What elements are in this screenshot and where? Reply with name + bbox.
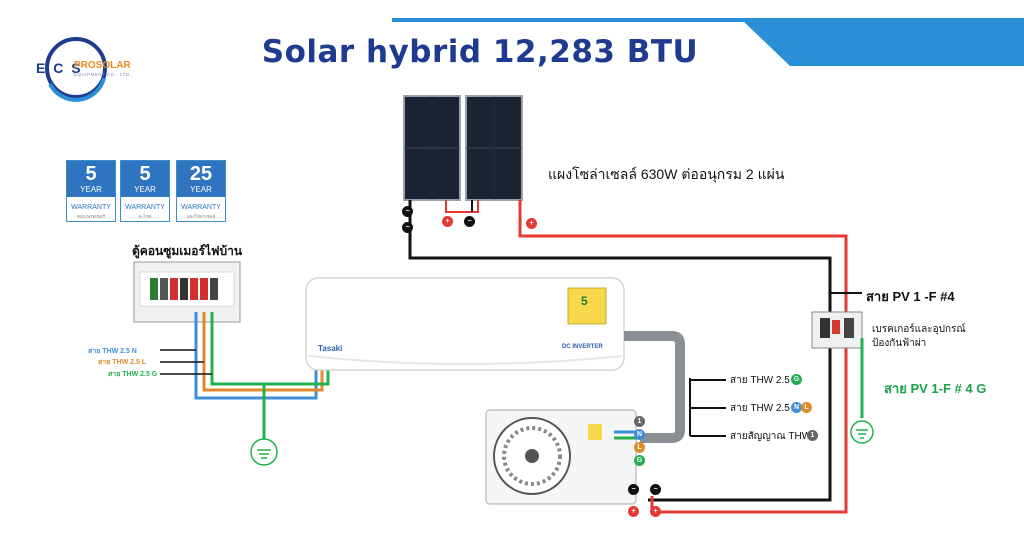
- pv-wire-label: สาย PV 1 -F #4: [866, 289, 955, 304]
- logo-ring: [45, 37, 107, 99]
- marker-n-thw: N: [791, 402, 802, 413]
- solar-panel-left: [403, 95, 461, 201]
- warranty-years: 5: [139, 163, 151, 185]
- house-wire-n: [194, 312, 318, 400]
- warranty-sub: อะไหล่: [138, 214, 152, 219]
- energy-label: 5: [581, 294, 588, 308]
- house-wire-l: [202, 312, 324, 392]
- marker-minus-panel-left: −: [402, 206, 413, 217]
- warranty-label: WARRANTY: [71, 204, 111, 211]
- marker-g-outdoor: G: [634, 455, 645, 466]
- logo-prosolar: PROSOLAR: [74, 60, 131, 71]
- ground-symbol-right: [850, 420, 874, 444]
- house-wire-g: [210, 312, 330, 386]
- warranty-badge-top: 5 YEAR: [121, 161, 169, 197]
- house-wire-n-label: สาย THW 2.5 N: [88, 348, 137, 355]
- warranty-badge-panels: 25 YEAR WARRANTY แผงโซล่าเซลล์: [176, 160, 226, 222]
- marker-1-outdoor: 1: [634, 416, 645, 427]
- marker-plus-outdoor-2: +: [650, 506, 661, 517]
- pv-wire-negative: [408, 228, 832, 502]
- warranty-years: 25: [189, 163, 213, 185]
- warranty-badge-parts: 5 YEAR WARRANTY อะไหล่: [120, 160, 170, 222]
- signal-wire-label: สายสัญญาณ THW: [730, 431, 812, 442]
- consumer-unit-label: ตู้คอนซูมเมอร์ไฟบ้าน: [132, 244, 243, 258]
- warranty-label: WARRANTY: [125, 204, 165, 211]
- warranty-badge-top: 25 YEAR: [177, 161, 225, 197]
- header-banner: [740, 18, 1024, 66]
- house-wire-g-label: สาย THW 2.5 G: [108, 371, 158, 378]
- warranty-sub: แผงโซล่าเซลล์: [186, 214, 216, 219]
- marker-1-signal: 1: [807, 430, 818, 441]
- marker-minus-outdoor-1: −: [628, 484, 639, 495]
- ground-symbol-left: [250, 438, 278, 466]
- logo-subtitle: EQUIPMENT CO., LTD.: [74, 72, 132, 77]
- breaker-label: เบรคเกอร์และอุปกรณ์: [872, 324, 966, 335]
- warranty-year-label: YEAR: [80, 185, 102, 194]
- marker-minus-panel-link: −: [464, 216, 475, 227]
- marker-g-thw: G: [791, 374, 802, 385]
- house-wire-l-label: สาย THW 2.5 L: [98, 359, 147, 366]
- page-title: Solar hybrid 12,283 BTU: [261, 34, 699, 70]
- marker-n-outdoor: N: [634, 429, 645, 440]
- breaker-box: [811, 311, 863, 349]
- logo-ecs: E C S: [36, 60, 83, 76]
- thw-nl-label: สาย THW 2.5: [730, 403, 790, 414]
- warranty-years: 5: [85, 163, 97, 185]
- panel-series-link: [445, 200, 479, 213]
- marker-plus-panel-right: +: [526, 218, 537, 229]
- indoor-unit: [305, 277, 625, 371]
- outdoor-unit: [485, 409, 637, 505]
- warranty-year-label: YEAR: [134, 185, 156, 194]
- marker-plus-panel-link: +: [442, 216, 453, 227]
- brand-logo-indoor: Tasaki: [318, 344, 343, 353]
- inverter-badge: DC INVERTER: [562, 344, 603, 350]
- logo-swoosh: [48, 77, 106, 102]
- marker-minus-outdoor-2: −: [650, 484, 661, 495]
- marker-minus-panel-left-2: −: [402, 222, 413, 233]
- pv-ground-label: สาย PV 1-F # 4 G: [884, 381, 987, 396]
- surge-protection-label: ป้องกันฟ้าผ่า: [872, 338, 927, 349]
- warranty-badge-top: 5 YEAR: [67, 161, 115, 197]
- solar-panel-right: [465, 95, 523, 201]
- refrigerant-pipe: [624, 331, 685, 443]
- marker-l-outdoor: L: [634, 442, 645, 453]
- consumer-unit: [133, 261, 241, 323]
- warranty-label: WARRANTY: [181, 204, 221, 211]
- thw-g-label: สาย THW 2.5: [730, 375, 790, 386]
- solar-panel-label: แผงโซล่าเซลล์ 630W ต่ออนุกรม 2 แผ่น: [548, 166, 785, 182]
- marker-plus-outdoor-1: +: [628, 506, 639, 517]
- warranty-year-label: YEAR: [190, 185, 212, 194]
- warranty-badge-compressor: 5 YEAR WARRANTY คอมเพรสเซอร์: [66, 160, 116, 222]
- warranty-sub: คอมเพรสเซอร์: [76, 214, 106, 219]
- marker-l-thw: L: [801, 402, 812, 413]
